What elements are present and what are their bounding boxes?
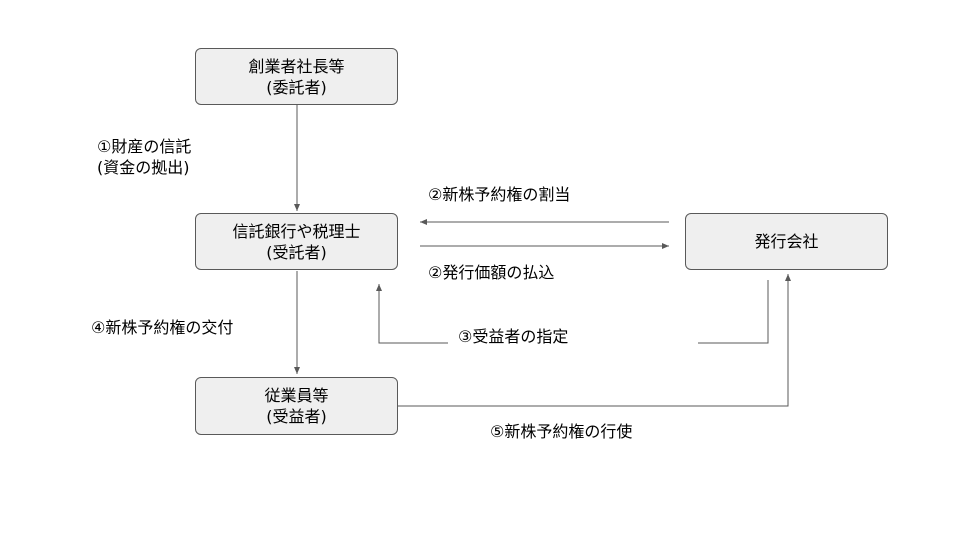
- node-beneficiary-role: (受益者): [266, 407, 327, 426]
- edge-label-exercise: ⑤新株予約権の行使: [490, 422, 633, 441]
- edge-label-designation: ③受益者の指定: [458, 327, 569, 346]
- node-trustee: 信託銀行や税理士 (受託者): [195, 213, 398, 270]
- node-issuer-name: 発行会社: [754, 232, 819, 251]
- edge-label-allotment: ②新株予約権の割当: [428, 185, 571, 204]
- arrow-designation-right: [698, 280, 769, 344]
- edge-label-payment: ②発行価額の払込: [428, 263, 555, 282]
- node-founder: 創業者社長等 (委託者): [195, 48, 398, 105]
- edge-label-delivery: ④新株予約権の交付: [91, 318, 234, 337]
- edge-label-trust-assets: ①財産の信託 (資金の拠出): [97, 136, 191, 178]
- arrow-designation-left: [376, 284, 448, 344]
- node-founder-name: 創業者社長等: [248, 56, 345, 76]
- node-beneficiary: 従業員等 (受益者): [195, 377, 398, 435]
- node-trustee-role: (受託者): [266, 242, 327, 262]
- node-beneficiary-name: 従業員等: [264, 386, 329, 405]
- node-trustee-name: 信託銀行や税理士: [232, 221, 361, 241]
- node-issuer: 発行会社: [685, 213, 888, 270]
- node-founder-role: (委託者): [266, 77, 327, 97]
- arrow-exercise: [398, 274, 791, 407]
- edge-label-trust-assets-line2: (資金の拠出): [97, 158, 190, 177]
- edge-label-trust-assets-line1: ①財産の信託: [97, 137, 192, 156]
